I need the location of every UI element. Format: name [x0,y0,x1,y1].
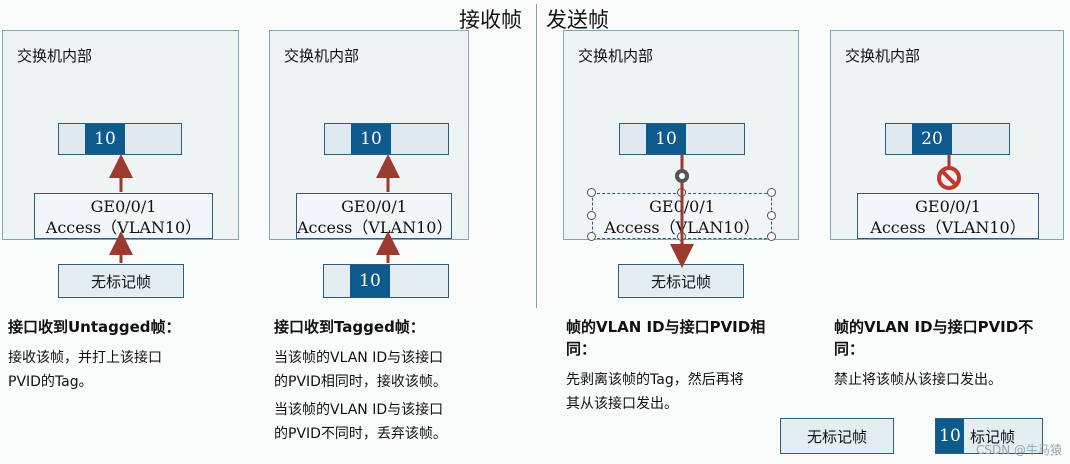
tagged-frame: 10 [323,264,449,298]
desc-title-line: 同： [566,340,597,358]
desc-line: PVID的Tag。 [8,374,93,390]
vlan-tag: 10 [85,124,125,154]
watermark: CSDN @牛马猿 [975,443,1062,457]
untagged-frame: 无标记帧 [618,264,744,298]
port-name: GE0/0/1 [341,197,407,216]
desc-line: 先剥离该帧的Tag，然后再将 [566,372,744,388]
port-mode: Access（VLAN10） [297,218,453,237]
selection-handle[interactable] [767,188,776,197]
desc-line: 其从该接口发出。 [566,396,678,412]
desc-line: 的PVID相同时，接收该帧。 [274,374,447,390]
port-box: GE0/0/1 Access（VLAN10） [857,193,1039,239]
desc-line: 禁止将该帧从该接口发出。 [834,372,1002,388]
selection-handle[interactable] [587,211,596,220]
port-name: GE0/0/1 [90,197,157,216]
legend-tagged-frame: 10 标记帧 [935,418,1043,454]
panel-label: 交换机内部 [284,47,360,65]
desc-title-line: 帧的VLAN ID与接口PVID不 [834,318,1034,336]
prohibited-icon [937,166,961,190]
vlan-box: 10 [58,123,182,155]
receive-heading: 接收帧 [459,8,522,32]
vlan-tag: 10 [646,124,686,154]
desc-same-vlan: 先剥离该帧的Tag，然后再将 其从该接口发出。 [566,368,744,416]
panel-label: 交换机内部 [578,47,654,65]
legend-tag: 10 [936,419,964,453]
frame-tag: 10 [350,265,390,297]
switch-panel-different-vlan-send: 交换机内部 20 GE0/0/1 Access（VLAN10） [830,30,1064,240]
desc-line: 当该帧的VLAN ID与该接口 [274,350,444,366]
port-mode: Access（VLAN10） [45,218,202,237]
vlan-box: 20 [885,123,1010,155]
desc-title-same-vlan: 帧的VLAN ID与接口PVID相 同： [566,316,765,360]
desc-line: 当该帧的VLAN ID与该接口 [274,402,444,418]
vlan-tag: 20 [912,124,952,154]
desc-line: 接收该帧，并打上该接口 [8,350,162,366]
desc-different-vlan: 禁止将该帧从该接口发出。 [834,368,1002,392]
send-heading: 发送帧 [546,8,609,32]
selection-handle[interactable] [767,232,776,241]
desc-title-line: 同： [834,340,865,358]
port-mode: Access（VLAN10） [870,218,1026,237]
legend-untagged-frame: 无标记帧 [780,418,894,454]
switch-panel-untagged-receive: 交换机内部 10 GE0/0/1 Access（VLAN10） [2,30,239,240]
desc-title-different-vlan: 帧的VLAN ID与接口PVID不 同： [834,316,1033,360]
selection-handle[interactable] [587,232,596,241]
vlan-tag: 10 [351,124,391,154]
desc-line: 的PVID不同时，丢弃该帧。 [274,426,447,442]
selection-handle[interactable] [587,188,596,197]
desc-title-tagged: 接口收到Tagged帧： [274,318,425,336]
panel-label: 交换机内部 [845,47,921,65]
vlan-box: 10 [619,123,745,155]
port-box: GE0/0/1 Access（VLAN10） [296,193,452,239]
heading-divider [536,4,537,308]
switch-panel-tagged-receive: 交换机内部 10 GE0/0/1 Access（VLAN10） [269,30,469,240]
desc-untagged: 接收该帧，并打上该接口 PVID的Tag。 [8,346,162,394]
desc-title-line: 帧的VLAN ID与接口PVID相 [566,318,766,336]
desc-tagged: 当该帧的VLAN ID与该接口 的PVID相同时，接收该帧。 当该帧的VLAN … [274,346,447,446]
selection-handle[interactable] [767,211,776,220]
port-name: GE0/0/1 [915,197,981,216]
untagged-frame: 无标记帧 [58,264,184,298]
desc-title-untagged: 接口收到Untagged帧： [8,318,181,336]
rotate-handle-icon [675,169,689,183]
panel-label: 交换机内部 [17,47,93,65]
legend-tagged-label: 标记帧 [970,427,1016,446]
